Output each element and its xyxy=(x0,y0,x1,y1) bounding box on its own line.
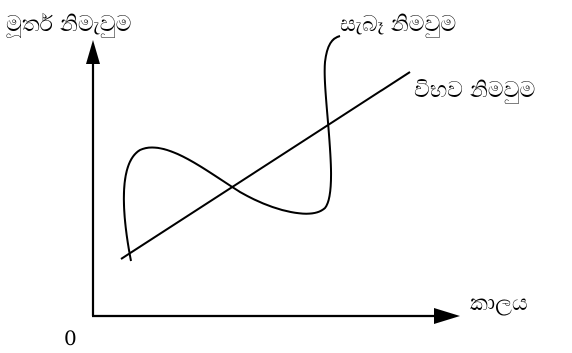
x-axis-arrowhead xyxy=(434,308,460,324)
potential-output-line xyxy=(120,71,411,260)
actual-output-curve xyxy=(122,35,341,262)
actual-output-label: සැබෑ නිමවුම xyxy=(340,12,457,37)
y-axis-label: මූර්ත නිමැවුම xyxy=(6,12,132,37)
potential-output-label: විභව නිමවුම xyxy=(414,78,536,103)
x-axis-label: කාලය xyxy=(470,291,528,316)
y-axis-arrowhead xyxy=(86,40,100,64)
origin-label: 0 xyxy=(64,326,77,350)
